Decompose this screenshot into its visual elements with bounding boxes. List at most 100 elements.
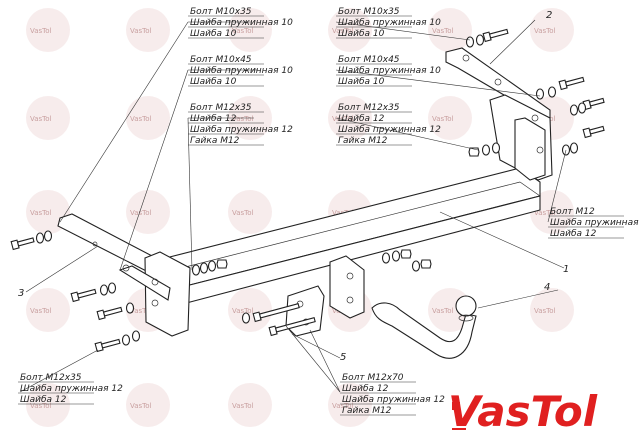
washer-icon bbox=[121, 334, 131, 346]
label-line: Болт M12x35 bbox=[190, 103, 252, 113]
label-line: Шайба 10 bbox=[338, 29, 385, 39]
watermark-text: VasTol bbox=[432, 27, 454, 35]
label-line: Шайба пружинная 10 bbox=[338, 18, 441, 28]
label-line: Шайба пружинная 10 bbox=[190, 66, 293, 76]
nut-icon bbox=[216, 259, 228, 269]
bolt-icon bbox=[96, 306, 123, 321]
label-line: Шайба пружинная 12 bbox=[20, 384, 123, 394]
bolt-icon bbox=[482, 28, 509, 43]
washer-icon bbox=[465, 36, 475, 48]
watermark-badge: VasTol bbox=[126, 383, 170, 427]
watermark-text: VasTol bbox=[30, 307, 52, 315]
logo-dot bbox=[452, 402, 460, 410]
washer-icon bbox=[411, 260, 421, 272]
watermark-text: VasTol bbox=[332, 402, 354, 410]
watermark-badge: VasTol bbox=[26, 8, 70, 52]
watermark-text: VasTol bbox=[432, 307, 454, 315]
bolt-icon bbox=[582, 125, 605, 139]
washer-icon bbox=[107, 282, 117, 294]
washer-icon bbox=[481, 144, 491, 156]
washer-icon bbox=[241, 312, 251, 324]
watermark-text: VasTol bbox=[534, 307, 556, 315]
label-line: Болт M10x35 bbox=[190, 7, 252, 17]
washer-icon bbox=[43, 230, 53, 242]
watermark-badge: VasTol bbox=[228, 8, 272, 52]
label-line: Шайба 12 bbox=[338, 114, 385, 124]
label-line: Шайба 12 bbox=[550, 229, 597, 239]
washer-icon bbox=[569, 104, 579, 116]
watermark-badge: VasTol bbox=[26, 383, 70, 427]
washer-icon bbox=[191, 264, 201, 276]
washer-icon bbox=[547, 86, 557, 98]
label-line: Шайба 12 bbox=[20, 395, 67, 405]
label-line: Болт M12x70 bbox=[342, 373, 404, 383]
washer-icon bbox=[131, 330, 141, 342]
callout-5: 5 bbox=[340, 352, 346, 363]
logo-text: VasTol bbox=[448, 387, 598, 436]
label-line: Болт M10x45 bbox=[190, 55, 252, 65]
watermark-text: VasTol bbox=[130, 27, 152, 35]
bolt-icon bbox=[268, 317, 316, 337]
washer-icon bbox=[475, 34, 485, 46]
label-line: Болт M12x35 bbox=[20, 373, 82, 383]
watermark-text: VasTol bbox=[30, 115, 52, 123]
bolt-icon bbox=[10, 237, 35, 251]
watermark-badge: VasTol bbox=[126, 190, 170, 234]
washer-icon bbox=[491, 142, 501, 154]
bolt-icon bbox=[558, 76, 585, 91]
watermark-text: VasTol bbox=[232, 27, 254, 35]
watermark-badge: VasTol bbox=[328, 383, 372, 427]
label-line: Гайка M12 bbox=[342, 406, 392, 416]
callout-3: 3 bbox=[18, 288, 24, 299]
label-line: Гайка M12 bbox=[338, 136, 388, 146]
watermark-badge: VasTol bbox=[228, 190, 272, 234]
callout-numbers: 1 2 3 4 5 bbox=[18, 10, 569, 363]
callout-1: 1 bbox=[563, 264, 569, 275]
watermark-text: VasTol bbox=[432, 115, 454, 123]
label-line: Шайба 12 bbox=[190, 114, 237, 124]
nut-icon bbox=[420, 259, 432, 269]
label-line: Шайба пружинная 12 bbox=[550, 218, 640, 228]
washer-icon bbox=[391, 250, 401, 262]
label-line: Шайба 10 bbox=[338, 77, 385, 87]
washer-icon bbox=[199, 262, 209, 274]
label-line: Шайба 12 bbox=[342, 384, 389, 394]
bolt-icon bbox=[252, 303, 300, 323]
watermark-text: VasTol bbox=[130, 402, 152, 410]
watermark-badge: VasTol bbox=[228, 383, 272, 427]
label-line: Шайба пружинная 10 bbox=[190, 18, 293, 28]
label-line: Болт M12 bbox=[550, 207, 595, 217]
watermark-text: VasTol bbox=[332, 115, 354, 123]
label-line: Шайба 10 bbox=[190, 77, 237, 87]
washer-icon bbox=[125, 302, 135, 314]
tow-ball-arm bbox=[371, 295, 477, 359]
nut-icon bbox=[400, 249, 412, 259]
label-line: Гайка M12 bbox=[190, 136, 240, 146]
watermark-text: VasTol bbox=[130, 115, 152, 123]
watermark-text: VasTol bbox=[30, 27, 52, 35]
watermark-badge: VasTol bbox=[328, 96, 372, 140]
bolt-icon bbox=[582, 97, 605, 111]
logo-underline bbox=[452, 428, 466, 430]
watermark-badge: VasTol bbox=[126, 8, 170, 52]
nut-icon bbox=[468, 147, 480, 157]
washer-icon bbox=[569, 142, 579, 154]
callout-2: 2 bbox=[546, 10, 552, 21]
right-bracket bbox=[445, 47, 553, 181]
watermark-badge: VasTol bbox=[126, 96, 170, 140]
watermark-badge: VasTol bbox=[328, 8, 372, 52]
label-line: Болт M12x35 bbox=[338, 103, 400, 113]
label-line: Шайба пружинная 12 bbox=[190, 125, 293, 135]
washer-icon bbox=[381, 252, 391, 264]
fastener-layer bbox=[10, 28, 605, 353]
watermark-text: VasTol bbox=[130, 307, 152, 315]
